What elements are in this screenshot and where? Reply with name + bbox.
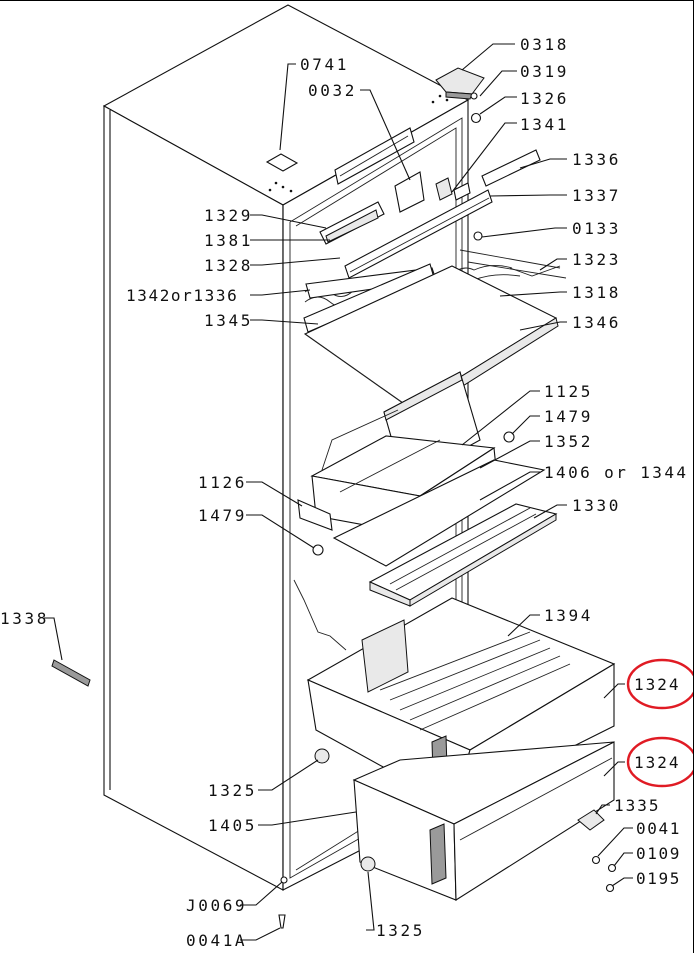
label-1394: 1394 — [544, 606, 593, 625]
label-0318: 0318 — [520, 35, 569, 54]
label-0319: 0319 — [520, 62, 569, 81]
part-0041A — [278, 914, 286, 929]
rail-1341 — [453, 182, 471, 201]
roller-1325-lower — [360, 856, 376, 872]
leader-lines — [44, 43, 633, 941]
label-0195: 0195 — [636, 869, 681, 888]
label-1326: 1326 — [520, 89, 569, 108]
label-1318: 1318 — [572, 283, 621, 302]
knob-1479-left — [312, 544, 324, 556]
shelf-1330 — [368, 503, 558, 607]
label-1126: 1126 — [198, 473, 247, 492]
top-hinge-0318 — [435, 67, 485, 100]
knob-1479-right — [503, 431, 515, 443]
label-1325-upper: 1325 — [208, 781, 257, 800]
part-0109 — [607, 863, 617, 873]
part-J0069 — [280, 876, 288, 884]
label-1342-or-1336: 1342or1336 — [126, 286, 238, 305]
label-1381: 1381 — [204, 231, 253, 250]
interior-duct — [293, 579, 347, 651]
label-0741: 0741 — [300, 55, 349, 74]
label-1341: 1341 — [520, 115, 569, 134]
label-J0069: J0069 — [186, 896, 247, 915]
lower-drawer-1405 — [352, 741, 615, 901]
label-1324-upper: 1324 — [634, 675, 681, 694]
handle-1338 — [51, 659, 91, 687]
label-1330: 1330 — [572, 496, 621, 515]
label-1335: 1335 — [614, 796, 661, 815]
label-0133: 0133 — [572, 219, 621, 238]
label-0032: 0032 — [308, 81, 357, 100]
label-0041: 0041 — [636, 819, 681, 838]
shelf-1406 — [332, 459, 546, 567]
light-housing — [334, 127, 453, 213]
part-0195 — [605, 883, 615, 893]
highlight-1324-upper — [626, 658, 694, 710]
label-1325-lower: 1325 — [376, 921, 425, 940]
label-1479-right: 1479 — [544, 407, 593, 426]
part-0133 — [473, 231, 483, 241]
label-1324-lower: 1324 — [634, 753, 681, 772]
label-1346: 1346 — [572, 313, 621, 332]
label-1323: 1323 — [572, 250, 621, 269]
part-0041 — [591, 855, 601, 865]
highlight-1324-lower — [626, 736, 694, 788]
label-1328: 1328 — [204, 256, 253, 275]
rail-1336 — [481, 149, 541, 187]
top-cover-0741 — [265, 153, 299, 172]
label-1337: 1337 — [572, 186, 621, 205]
label-1405: 1405 — [208, 816, 257, 835]
rail-1337 — [344, 189, 493, 279]
label-0041A: 0041A — [186, 931, 247, 950]
label-1329: 1329 — [204, 206, 253, 225]
label-1479-left: 1479 — [198, 506, 247, 525]
leveling-foot-1335 — [577, 809, 605, 831]
label-0109: 0109 — [636, 844, 681, 863]
label-1352: 1352 — [544, 432, 593, 451]
bracket-1126 — [297, 499, 333, 531]
label-1125: 1125 — [544, 382, 593, 401]
part-1326 — [470, 112, 482, 124]
roller-1325-upper — [314, 748, 330, 764]
label-1338: 1338 — [0, 609, 49, 628]
label-1336: 1336 — [572, 150, 621, 169]
label-1345: 1345 — [204, 311, 253, 330]
label-1406-or-1344: 1406 or 1344 — [544, 463, 688, 482]
